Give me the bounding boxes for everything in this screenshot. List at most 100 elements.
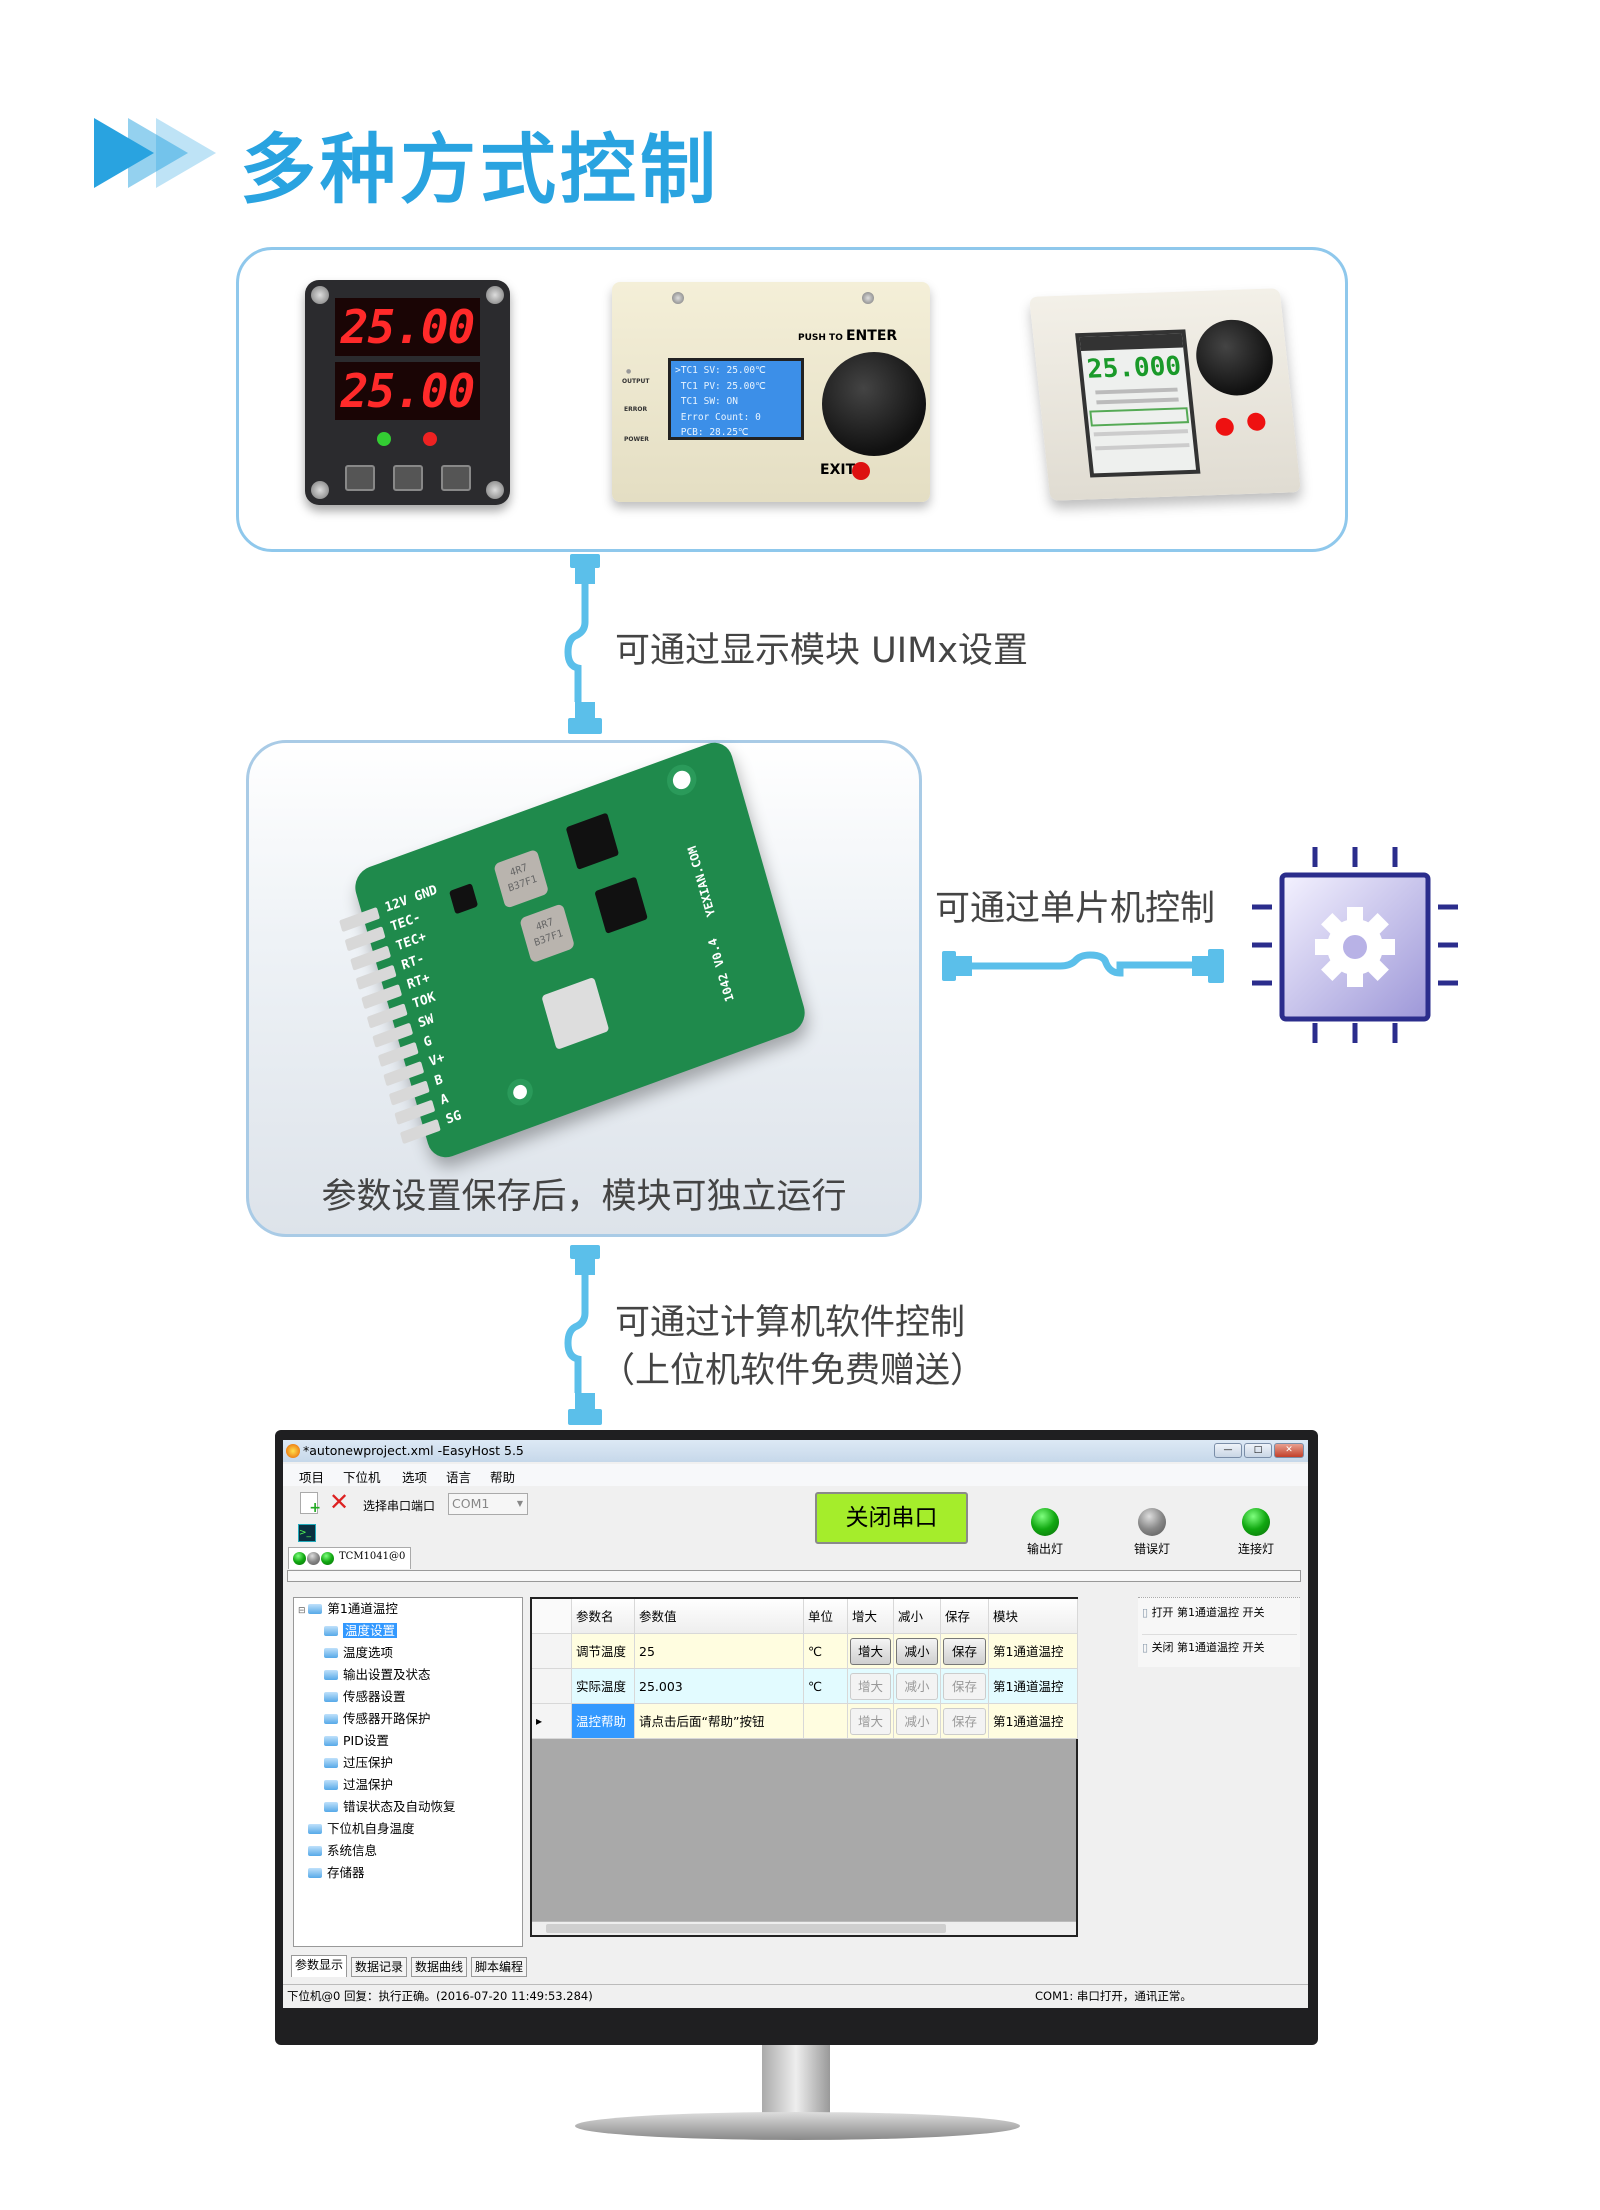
pin-label: V+ <box>427 1050 447 1070</box>
action-label: 打开 第1通道温控 开关 <box>1151 1606 1265 1619</box>
param-name: 调节温度 <box>572 1634 635 1669</box>
device-tab[interactable]: TCM1041@0 <box>288 1547 411 1569</box>
tab-script[interactable]: 脚本编程 <box>471 1957 528 1977</box>
standalone-label: 参数设置保存后，模块可独立运行 <box>321 1177 847 1217</box>
error-led-icon <box>1138 1508 1166 1536</box>
button-icon <box>345 465 375 491</box>
decrease-button[interactable]: 减小 <box>896 1673 938 1700</box>
lcd-line: TC1 SW: ON <box>675 396 738 407</box>
menu-device[interactable]: 下位机 <box>343 1470 381 1485</box>
enter-label: ENTER <box>845 328 898 344</box>
tree-root[interactable]: ⊟ 第1通道温控 <box>298 1601 398 1616</box>
monitor-stand <box>762 2045 830 2120</box>
increase-button[interactable]: 增大 <box>850 1638 891 1665</box>
port-label: 选择串口端口 <box>363 1499 436 1513</box>
increase-button[interactable]: 增大 <box>850 1708 891 1735</box>
lcd-knob-module: ● OUTPUT ERROR POWER >TC1 SV: 25.00℃ TC1… <box>612 282 930 502</box>
tree-item[interactable]: 传感器开路保护 <box>324 1709 431 1729</box>
save-button[interactable]: 保存 <box>943 1673 986 1700</box>
mouse-icon: ▯ <box>1142 1641 1152 1654</box>
pc-control-label: 可通过计算机软件控制 <box>615 1303 966 1343</box>
button-cell: 保存 <box>941 1669 989 1704</box>
color-lcd-screen: 25.000 <box>1075 329 1201 478</box>
monitor-base <box>575 2112 1020 2140</box>
uimx-label: 可通过显示模块 UIMx设置 <box>615 631 1028 671</box>
led-display-module: 25.00 25.00 <box>305 280 510 505</box>
folder-icon <box>308 1604 323 1614</box>
output-led-label: 输出灯 <box>1027 1542 1064 1556</box>
status-right: COM1: 串口打开，通讯正常。 <box>1035 1989 1192 2003</box>
action-label: 关闭 第1通道温控 开关 <box>1151 1641 1265 1654</box>
decrease-button[interactable]: 减小 <box>896 1708 938 1735</box>
tree-item[interactable]: 输出设置及状态 <box>324 1665 431 1685</box>
param-value: 25.003 <box>635 1669 804 1704</box>
touch-lcd-module: 25.000 <box>1029 288 1301 501</box>
seven-segment-display-bottom: 25.00 <box>335 362 480 420</box>
save-button[interactable]: 保存 <box>943 1708 986 1735</box>
tree-item[interactable]: 传感器设置 <box>324 1687 406 1707</box>
pin-label: RT+ <box>405 970 432 993</box>
row-header <box>532 1669 572 1704</box>
menu-help[interactable]: 帮助 <box>490 1470 516 1485</box>
port-select[interactable]: COM1▼ <box>448 1493 528 1515</box>
new-file-button[interactable]: + <box>300 1492 321 1516</box>
display-modules-panel <box>236 247 1348 552</box>
minimize-button[interactable]: — <box>1214 1443 1242 1458</box>
device-tab-label: TCM1041@0 <box>339 1551 406 1562</box>
button-icon <box>441 465 471 491</box>
tree-label: 传感器开路保护 <box>343 1711 431 1726</box>
progress-bar <box>287 1570 1301 1582</box>
increase-button[interactable]: 增大 <box>850 1673 891 1700</box>
maximize-button[interactable]: □ <box>1244 1443 1272 1458</box>
window-title-bar: *autonewproject.xml -EasyHost 5.5 — □ ✕ <box>283 1440 1308 1462</box>
window-title: *autonewproject.xml -EasyHost 5.5 <box>303 1443 524 1458</box>
tree-item[interactable]: 存储器 <box>308 1863 365 1883</box>
green-led-icon <box>377 432 391 446</box>
menu-bar: 项目 下位机 选项 语言 帮助 <box>283 1464 1308 1486</box>
menu-language[interactable]: 语言 <box>446 1470 472 1485</box>
delete-button[interactable]: ✕ <box>329 1488 350 1516</box>
tab-curves[interactable]: 数据曲线 <box>411 1957 468 1977</box>
exit-label: EXIT <box>820 462 856 478</box>
menu-options[interactable]: 选项 <box>402 1470 428 1485</box>
tree-label: 系统信息 <box>327 1843 378 1858</box>
horizontal-scrollbar[interactable] <box>532 1921 1076 1935</box>
tab-params[interactable]: 参数显示 <box>291 1955 348 1977</box>
close-button[interactable]: ✕ <box>1274 1443 1304 1458</box>
param-value: 请点击后面“帮助”按钮 <box>635 1704 804 1739</box>
port-value: COM1 <box>452 1496 490 1511</box>
easyhost-window: *autonewproject.xml -EasyHost 5.5 — □ ✕ … <box>283 1440 1308 2008</box>
plus-icon: + <box>309 1500 321 1516</box>
tree-item[interactable]: 温度设置 <box>324 1621 398 1641</box>
cable-connector-icon <box>942 949 1224 983</box>
button-cell: 减小 <box>894 1669 941 1704</box>
tree-item[interactable]: 过压保护 <box>324 1753 393 1773</box>
menu-project[interactable]: 项目 <box>299 1470 325 1485</box>
pin-label: SG <box>444 1107 464 1128</box>
pin-label: G <box>422 1033 434 1051</box>
pcb-brand: YEXIAN.COM <box>685 844 719 919</box>
close-port-button[interactable]: 关闭串口 <box>815 1492 968 1544</box>
tree-item[interactable]: 下位机自身温度 <box>308 1819 415 1839</box>
tree-item[interactable]: 过温保护 <box>324 1775 393 1795</box>
open-switch-action[interactable]: ▯ 打开 第1通道温控 开关 <box>1142 1604 1265 1620</box>
button-cell: 减小 <box>894 1634 941 1669</box>
tree-item[interactable]: PID设置 <box>324 1731 389 1751</box>
column-header: 参数名 <box>572 1599 635 1634</box>
save-button[interactable]: 保存 <box>943 1638 986 1665</box>
tree-label: 错误状态及自动恢复 <box>343 1799 456 1814</box>
tab-records[interactable]: 数据记录 <box>351 1957 408 1977</box>
pin-label: A <box>438 1091 451 1109</box>
red-button-icon <box>1246 412 1267 432</box>
close-switch-action[interactable]: ▯ 关闭 第1通道温控 开关 <box>1142 1634 1297 1655</box>
pin-label: SW <box>416 1011 436 1032</box>
tree-item[interactable]: 温度选项 <box>324 1643 393 1663</box>
button-cell: 增大 <box>848 1704 894 1739</box>
rotary-knob-icon <box>1192 318 1277 397</box>
tree-item[interactable]: 错误状态及自动恢复 <box>324 1797 456 1817</box>
tree-item[interactable]: 系统信息 <box>308 1841 377 1861</box>
decrease-button[interactable]: 减小 <box>896 1638 938 1665</box>
pcb-version: 1042 V0.4 <box>705 936 737 1004</box>
terminal-button[interactable]: >_ <box>298 1524 316 1542</box>
pin-label: TOK <box>411 989 438 1013</box>
